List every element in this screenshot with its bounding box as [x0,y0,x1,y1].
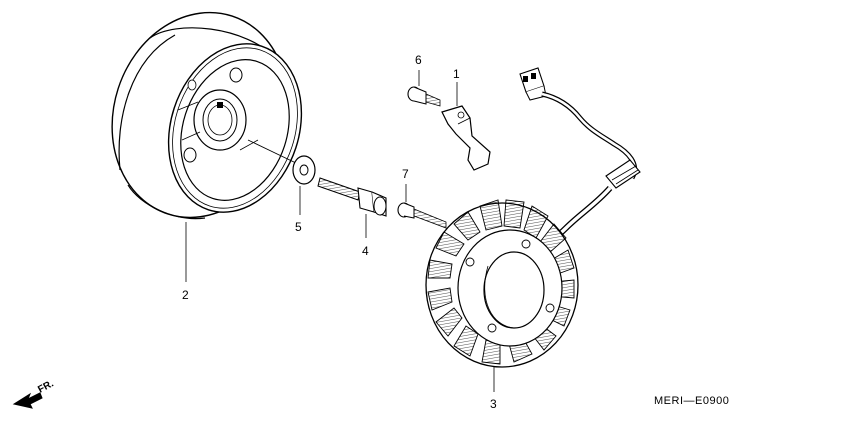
callout-4: 4 [362,244,369,258]
callout-5: 5 [295,220,302,234]
callout-7: 7 [402,167,409,181]
flywheel-bolt [317,177,387,217]
wire-clamp-bracket [441,105,491,171]
flywheel [111,11,303,220]
bracket-screw [407,86,441,107]
callout-2: 2 [182,288,189,302]
flywheel-axis-line [247,139,299,165]
callout-1: 1 [453,67,460,81]
front-arrow-icon [12,392,43,409]
front-marker-label: FR. [36,378,56,395]
washer [292,155,316,185]
stator-screw [397,202,447,229]
diagram-code: MERI—E0900 [654,395,729,407]
callout-6: 6 [415,53,422,67]
callout-3: 3 [490,397,497,411]
stator-coil [425,199,579,368]
